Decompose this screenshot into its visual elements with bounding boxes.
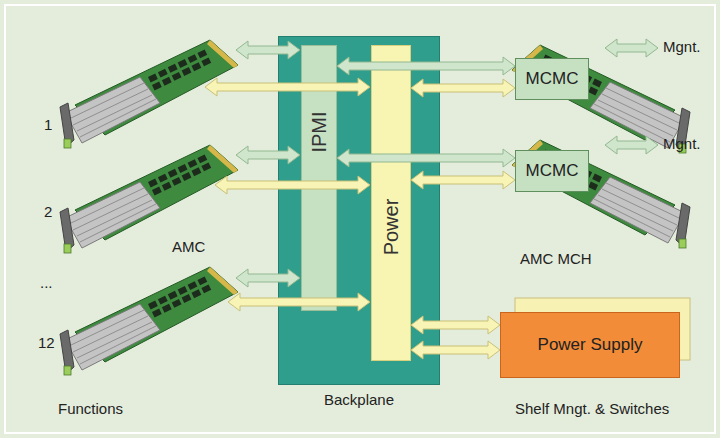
slot-number: 1 <box>44 116 52 133</box>
ipmi-arrow <box>236 146 300 164</box>
frame <box>5 5 715 433</box>
bus-arrow <box>337 149 515 167</box>
power-supply: Power Supply <box>500 312 680 378</box>
controller-box: MCMC <box>515 150 589 192</box>
column-caption: Shelf Mngt. & Switches <box>515 400 669 417</box>
management-arrow <box>605 39 658 57</box>
bus-arrow <box>411 171 515 189</box>
management-label: Mgnt. <box>663 38 701 55</box>
mch-card <box>512 140 690 248</box>
slot-number: 2 <box>44 203 52 220</box>
management-arrow <box>605 136 658 154</box>
bus-arrow <box>411 341 500 359</box>
module-label: AMC <box>172 238 205 255</box>
amc-card <box>60 267 238 375</box>
node-text: MCMC <box>526 69 579 89</box>
amc-card <box>60 145 238 253</box>
card-arrows <box>205 39 658 311</box>
column-caption: Functions <box>58 400 123 417</box>
node-text: IPMI <box>308 111 331 152</box>
controller-box: MCMC <box>515 58 589 100</box>
node-text: Power <box>380 199 403 256</box>
bus-arrow <box>337 57 515 75</box>
power-arrow <box>215 176 370 194</box>
bus-arrow <box>411 79 515 97</box>
power-bus: Power <box>371 45 411 361</box>
node-text: Backplane <box>324 391 394 408</box>
management-label: Mgnt. <box>663 135 701 152</box>
node-text: MCMC <box>526 161 579 181</box>
bus-arrow <box>411 316 500 334</box>
power-arrow <box>205 78 370 96</box>
ipmi-arrow <box>236 41 300 59</box>
power-arrow <box>228 293 370 311</box>
amc-card <box>60 40 238 148</box>
slot-number: 12 <box>38 334 55 351</box>
ipmi-arrow <box>236 269 300 287</box>
slot-number: ... <box>40 274 53 291</box>
node-text: Power Supply <box>538 335 643 355</box>
module-label: AMC MCH <box>520 250 592 267</box>
